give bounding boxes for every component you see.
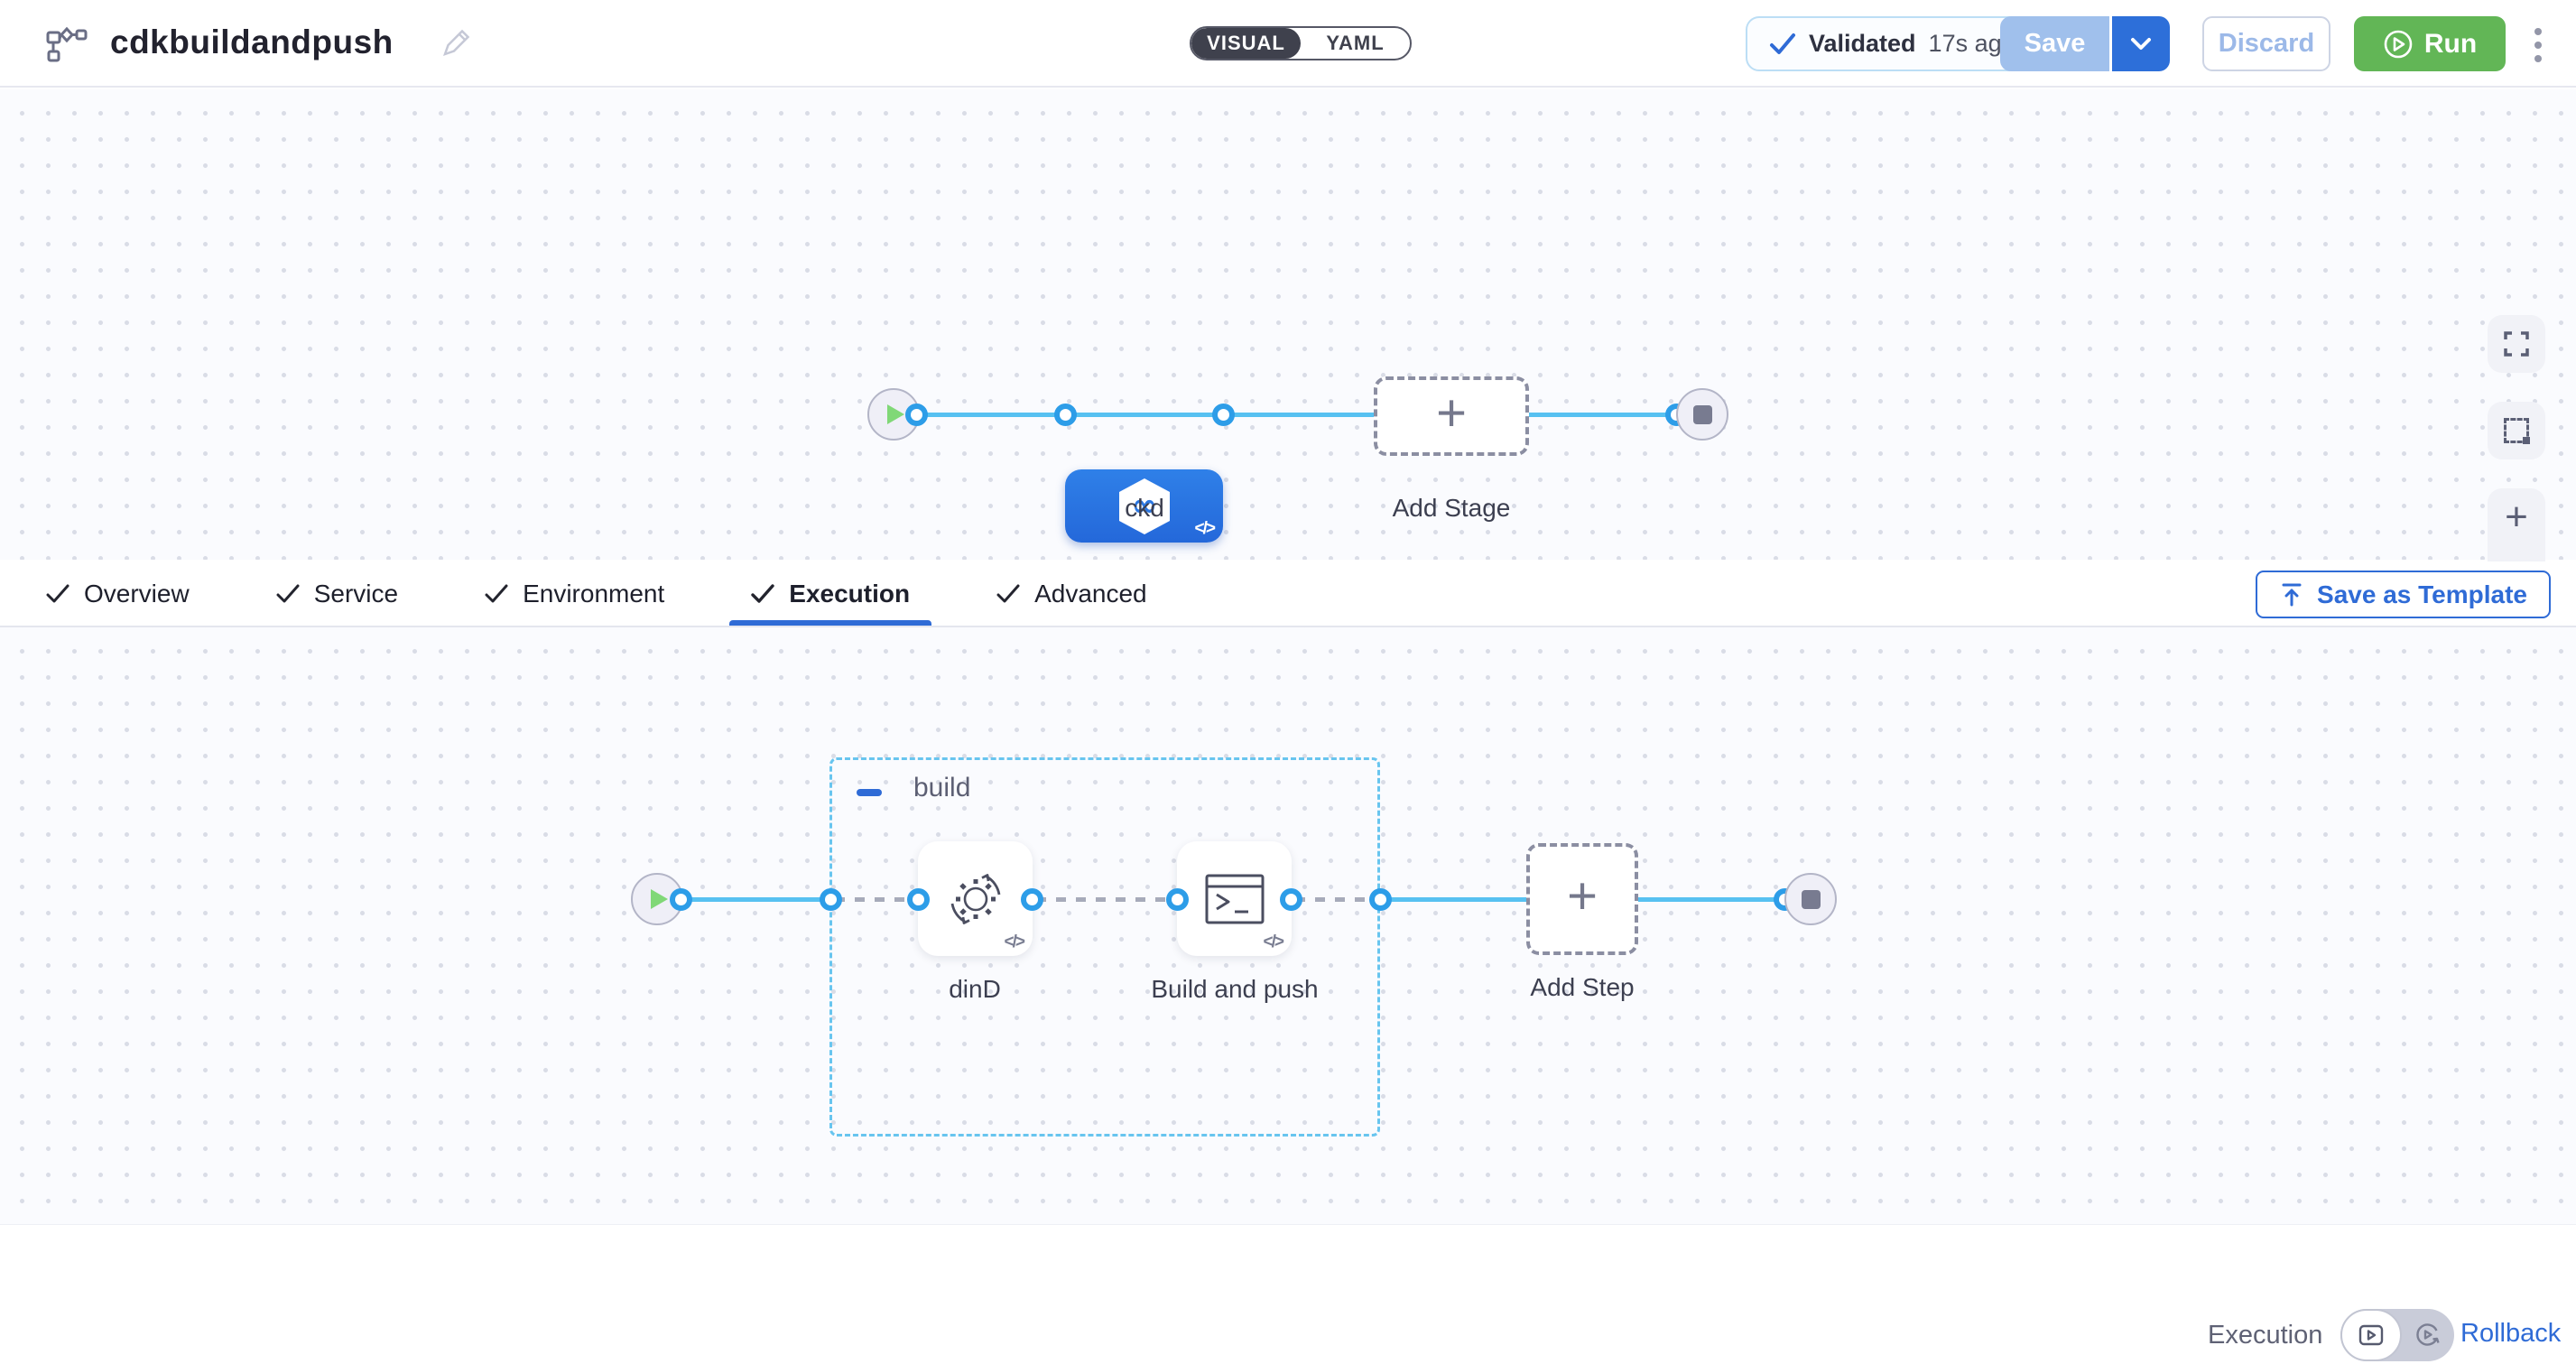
fullscreen-button[interactable] bbox=[2488, 315, 2545, 373]
visual-yaml-toggle: VISUAL YAML bbox=[1190, 26, 1412, 60]
stage-connector-line bbox=[907, 413, 1683, 417]
check-icon bbox=[276, 584, 300, 602]
add-step-label: Add Step bbox=[1530, 973, 1635, 1001]
edit-pencil-icon[interactable] bbox=[440, 27, 472, 64]
mode-visual-button[interactable]: VISUAL bbox=[1191, 28, 1301, 59]
upload-icon bbox=[2282, 583, 2302, 606]
execution-end-node[interactable] bbox=[1784, 873, 1837, 925]
group-in-port[interactable] bbox=[820, 888, 842, 911]
check-icon bbox=[1770, 32, 1795, 54]
execution-rollback-toggle bbox=[2340, 1309, 2455, 1361]
step-group-build: build bbox=[829, 757, 1380, 1137]
group-out-port[interactable] bbox=[1369, 888, 1392, 911]
svg-text:∞: ∞ bbox=[1131, 487, 1156, 524]
collapse-group-button[interactable] bbox=[857, 789, 882, 796]
execution-step-canvas[interactable]: Execution Rollback build bbox=[0, 627, 2576, 1364]
stop-icon bbox=[1692, 404, 1712, 424]
mode-yaml-button[interactable]: YAML bbox=[1326, 32, 1385, 54]
zoom-in-button[interactable]: + bbox=[2505, 495, 2528, 540]
header: cdkbuildandpush VISUAL YAML Validated 17… bbox=[0, 0, 2576, 88]
save-as-template-button[interactable]: Save as Template bbox=[2256, 571, 2551, 618]
connector-dashed bbox=[1036, 897, 1185, 902]
validated-label: Validated bbox=[1809, 30, 1916, 57]
code-glyph-icon: </> bbox=[1263, 933, 1285, 951]
step-label: dinD bbox=[949, 975, 1001, 1003]
add-stage-label: Add Stage bbox=[1392, 494, 1511, 522]
save-button[interactable]: Save bbox=[2000, 16, 2112, 71]
rollback-icon bbox=[2416, 1323, 2440, 1346]
tab-service[interactable]: Service bbox=[276, 561, 398, 626]
check-icon bbox=[996, 584, 1020, 602]
connector-line bbox=[672, 897, 839, 902]
start-play-icon bbox=[651, 889, 668, 909]
more-options-menu[interactable] bbox=[2520, 20, 2556, 70]
pipeline-stage-canvas[interactable]: ∞ </> + ckd Add Stage + − bbox=[0, 89, 2576, 604]
start-out-port[interactable] bbox=[670, 888, 692, 911]
step-in-port[interactable] bbox=[907, 888, 930, 911]
rollback-link[interactable]: Rollback bbox=[2460, 1319, 2562, 1348]
stage-label: ckd bbox=[1125, 494, 1164, 522]
tab-overview[interactable]: Overview bbox=[46, 561, 190, 626]
execution-play-icon bbox=[2359, 1324, 2384, 1346]
pipeline-icon bbox=[45, 26, 88, 67]
plus-icon: + bbox=[1567, 867, 1598, 925]
tab-environment[interactable]: Environment bbox=[485, 561, 664, 626]
start-out-port[interactable] bbox=[905, 404, 928, 426]
docker-dind-icon bbox=[950, 873, 1000, 924]
stage-tabbar: Overview Service Environment Execution A… bbox=[0, 561, 2576, 627]
connector-dashed bbox=[835, 897, 925, 902]
step-label: Build and push bbox=[1151, 975, 1319, 1003]
step-node-dind[interactable]: </> bbox=[918, 841, 1033, 956]
check-icon bbox=[46, 584, 69, 602]
plus-icon: + bbox=[1436, 384, 1467, 442]
check-icon bbox=[485, 584, 508, 602]
save-dropdown-button[interactable] bbox=[2112, 16, 2170, 71]
step-node-build-and-push[interactable]: </> bbox=[1177, 841, 1292, 956]
page-title: cdkbuildandpush bbox=[110, 23, 394, 60]
run-label: Run bbox=[2423, 28, 2478, 59]
toggle-execution-segment[interactable] bbox=[2340, 1309, 2403, 1361]
stage-in-port[interactable] bbox=[1054, 404, 1077, 426]
selection-mode-button[interactable] bbox=[2488, 402, 2545, 459]
stage-node-ckd[interactable]: ∞ </> bbox=[1065, 469, 1223, 543]
step-in-port[interactable] bbox=[1166, 888, 1189, 911]
add-stage-button[interactable]: + bbox=[1374, 376, 1529, 456]
pipeline-end-node[interactable] bbox=[1676, 388, 1728, 441]
code-glyph-icon: </> bbox=[1004, 933, 1026, 951]
marquee-selection-icon bbox=[2504, 418, 2530, 444]
step-out-port[interactable] bbox=[1280, 888, 1302, 911]
validated-badge[interactable]: Validated 17s ago bbox=[1746, 16, 2039, 71]
save-split-button: Save bbox=[2000, 16, 2170, 71]
run-play-icon bbox=[2384, 30, 2413, 58]
ci-stage-icon: ∞ bbox=[1118, 478, 1170, 534]
fullscreen-icon bbox=[2504, 331, 2529, 357]
bottom-panel-edge bbox=[0, 1224, 2576, 1246]
code-glyph-icon: </> bbox=[1194, 519, 1217, 538]
step-out-port[interactable] bbox=[1021, 888, 1043, 911]
tab-execution[interactable]: Execution bbox=[729, 561, 931, 626]
group-label: build bbox=[913, 773, 971, 803]
run-button[interactable]: Run bbox=[2354, 16, 2506, 71]
discard-button[interactable]: Discard bbox=[2202, 16, 2330, 71]
execution-mode-label: Execution bbox=[2208, 1320, 2323, 1350]
terminal-icon bbox=[1205, 874, 1264, 923]
chevron-down-icon bbox=[2131, 37, 2151, 50]
start-play-icon bbox=[887, 404, 904, 424]
stop-icon bbox=[1801, 889, 1821, 909]
tab-advanced[interactable]: Advanced bbox=[996, 561, 1147, 626]
stage-out-port[interactable] bbox=[1212, 404, 1235, 426]
connector-dashed bbox=[1295, 897, 1385, 902]
check-icon bbox=[751, 583, 774, 603]
toggle-rollback-segment[interactable] bbox=[2402, 1322, 2454, 1348]
add-step-button[interactable]: + bbox=[1526, 843, 1638, 955]
